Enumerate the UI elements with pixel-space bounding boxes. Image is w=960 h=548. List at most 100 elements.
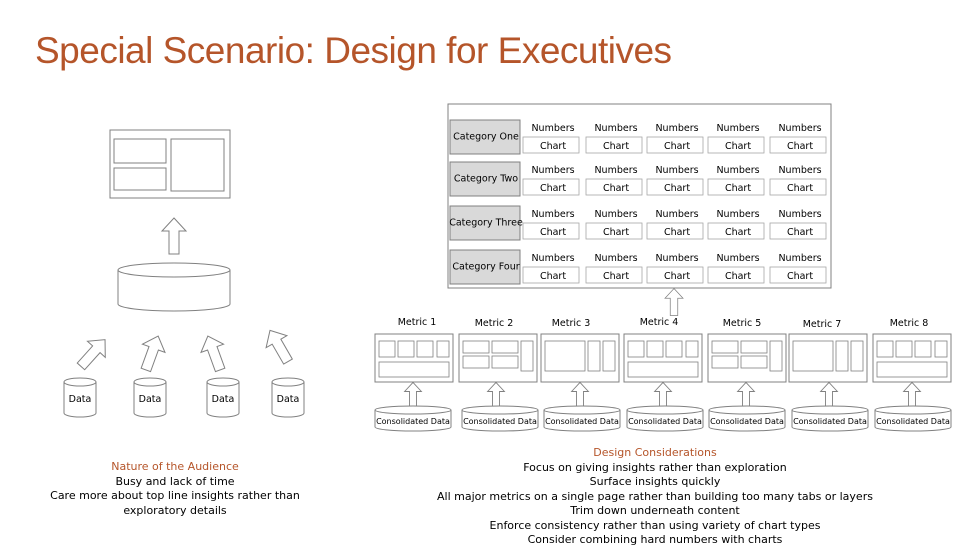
chart-label: Chart: [725, 271, 751, 282]
summary-grid: Category OneNumbersChartNumbersChartNumb…: [447, 103, 832, 289]
chart-cell: [646, 136, 704, 154]
category-label: Category Four: [452, 262, 519, 273]
numbers-label: Numbers: [594, 123, 637, 134]
consolidated-data-label: Consolidated Data: [376, 417, 450, 426]
chart-label: Chart: [540, 271, 566, 282]
category-label-box: [449, 249, 521, 285]
category-label-box: [449, 205, 521, 241]
consolidated-data-label: Consolidated Data: [876, 417, 950, 426]
up-arrow-icon: [653, 381, 673, 409]
chart-cell: [585, 266, 643, 284]
up-arrow-icon: [902, 381, 922, 409]
chart-label: Chart: [664, 227, 690, 238]
chart-cell: [707, 222, 765, 240]
metric-panels: Metric 1 Consolidated Data Metric 2 Consoli…: [374, 317, 952, 432]
chart-cell: [646, 266, 704, 284]
design-line: Surface insights quickly: [589, 475, 721, 488]
metric-dashboard-mockup: [540, 333, 620, 383]
left-dashboard-mockup: [109, 129, 231, 199]
metric-label: Metric 2: [475, 318, 514, 329]
chart-cell: [585, 222, 643, 240]
chart-label: Chart: [725, 183, 751, 194]
chart-label: Chart: [603, 141, 629, 152]
data-label: Data: [139, 394, 162, 405]
numbers-label: Numbers: [655, 165, 698, 176]
up-arrow-icon: [819, 381, 839, 409]
arrow-up-left-icon: [196, 331, 232, 375]
up-arrow-icon: [486, 381, 506, 409]
audience-heading: Nature of the Audience: [111, 460, 239, 473]
numbers-label: Numbers: [778, 165, 821, 176]
consolidated-data-cylinder: Consolidated Data: [461, 405, 539, 432]
chart-label: Chart: [787, 141, 813, 152]
numbers-label: Numbers: [655, 209, 698, 220]
consolidated-data-cylinder: Consolidated Data: [708, 405, 786, 432]
chart-label: Chart: [664, 271, 690, 282]
chart-cell: [522, 222, 580, 240]
numbers-label: Numbers: [655, 123, 698, 134]
design-line: Consider combining hard numbers with cha…: [527, 533, 783, 546]
chart-cell: [522, 178, 580, 196]
chart-cell: [707, 136, 765, 154]
consolidated-data-label: Consolidated Data: [793, 417, 867, 426]
metric-label: Metric 8: [890, 318, 929, 329]
metric-dashboard-mockup: [458, 333, 538, 383]
numbers-label: Numbers: [531, 165, 574, 176]
consolidated-data-label: Consolidated Data: [628, 417, 702, 426]
chart-label: Chart: [540, 227, 566, 238]
metric-dashboard-mockup: [872, 333, 952, 383]
chart-cell: [585, 178, 643, 196]
metric-label: Metric 1: [398, 317, 437, 328]
numbers-label: Numbers: [716, 209, 759, 220]
chart-cell: [522, 266, 580, 284]
arrow-up-left-icon: [259, 323, 299, 369]
chart-label: Chart: [787, 271, 813, 282]
metric-dashboard-mockup: [707, 333, 787, 383]
chart-cell: [769, 178, 827, 196]
data-source-cylinder: Data: [63, 377, 97, 418]
consolidated-data-cylinder: Consolidated Data: [791, 405, 869, 432]
design-line: All major metrics on a single page rathe…: [437, 489, 873, 503]
metric-dashboard-mockup: [788, 333, 868, 383]
chart-label: Chart: [787, 183, 813, 194]
numbers-label: Numbers: [594, 165, 637, 176]
audience-line: exploratory details: [123, 503, 227, 517]
audience-caption: Nature of the Audience Busy and lack of …: [40, 460, 310, 518]
category-label: Category Two: [454, 174, 518, 185]
design-line: Trim down underneath content: [570, 504, 740, 517]
category-label: Category One: [453, 132, 519, 143]
metric-label: Metric 7: [803, 319, 842, 330]
arrow-up-right-icon: [71, 331, 115, 375]
numbers-label: Numbers: [778, 209, 821, 220]
chart-cell: [707, 178, 765, 196]
chart-cell: [646, 222, 704, 240]
numbers-label: Numbers: [594, 253, 637, 264]
metric-label: Metric 3: [552, 318, 591, 329]
audience-line: Care more about top line insights rather…: [50, 489, 300, 502]
numbers-label: Numbers: [531, 123, 574, 134]
chart-cell: [646, 178, 704, 196]
consolidated-data-label: Consolidated Data: [710, 417, 784, 426]
consolidated-data-cylinder: Consolidated Data: [874, 405, 952, 432]
chart-label: Chart: [787, 227, 813, 238]
numbers-label: Numbers: [531, 253, 574, 264]
metric-label: Metric 5: [723, 318, 762, 329]
chart-label: Chart: [603, 227, 629, 238]
arrow-up-right-icon: [134, 331, 170, 375]
numbers-label: Numbers: [594, 209, 637, 220]
up-arrow-icon: [403, 381, 423, 409]
chart-label: Chart: [540, 183, 566, 194]
slide-title: Special Scenario: Design for Executives: [35, 30, 672, 71]
audience-line: Busy and lack of time: [115, 474, 235, 488]
category-label: Category Three: [449, 218, 523, 229]
numbers-label: Numbers: [778, 253, 821, 264]
chart-cell: [707, 266, 765, 284]
numbers-label: Numbers: [716, 123, 759, 134]
chart-cell: [585, 136, 643, 154]
chart-cell: [769, 266, 827, 284]
data-source-cylinder: Data: [133, 377, 167, 418]
design-line: Focus on giving insights rather than exp…: [523, 460, 787, 474]
consolidated-data-label: Consolidated Data: [545, 417, 619, 426]
up-arrow-icon: [161, 217, 187, 255]
